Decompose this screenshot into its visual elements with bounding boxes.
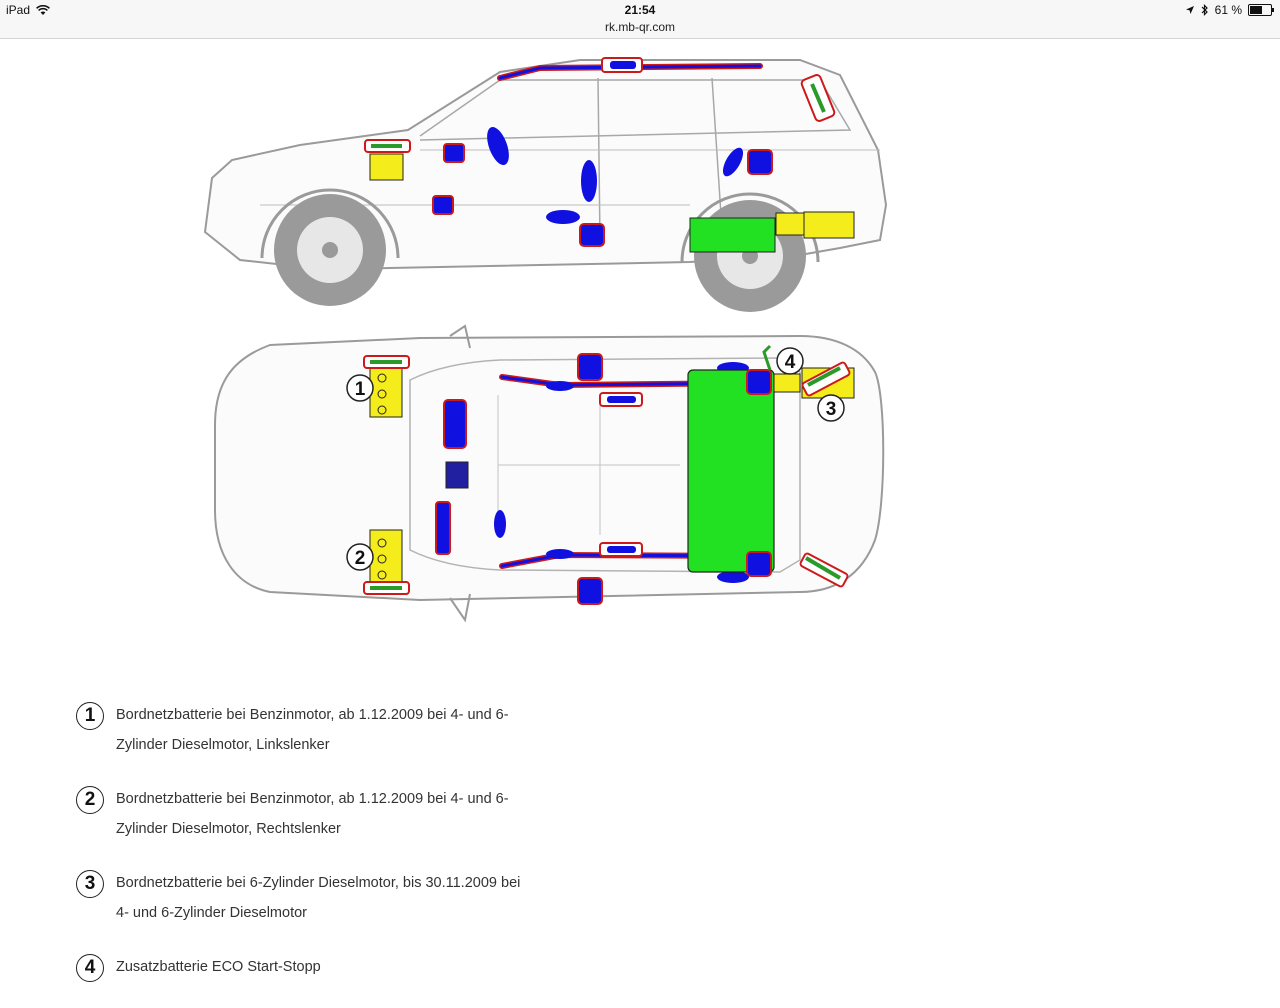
status-left: iPad [6, 3, 50, 17]
battery-top-2 [363, 529, 410, 595]
car-side-view [203, 57, 888, 312]
battery-side-front [369, 153, 404, 181]
svg-text:2: 2 [355, 548, 366, 569]
status-bar: iPad 21:54 61 % [0, 0, 1280, 20]
fuel-tank-side [689, 217, 776, 253]
tailgate-strut-top-left [801, 361, 851, 397]
svg-text:1: 1 [355, 379, 366, 400]
battery-fill [1250, 6, 1263, 14]
bluetooth-icon [1201, 4, 1208, 16]
legend-text: Zusatzbatterie ECO Start-Stopp [116, 959, 321, 975]
legend-item-3: 3 Bordnetzbatterie bei 6-Zylinder Diesel… [76, 870, 676, 928]
fuel-tank-top [687, 369, 775, 573]
device-name: iPad [6, 3, 31, 17]
marker-1[interactable]: 1 [346, 374, 374, 402]
status-right: 61 % [1185, 3, 1274, 17]
battery-percent: 61 % [1214, 3, 1242, 17]
tailgate-strut-side [800, 74, 836, 122]
legend-number: 4 [76, 954, 104, 982]
tailgate-strut-top-right [799, 552, 849, 588]
rescue-diagram: 1 2 3 4 [203, 57, 888, 623]
legend-number: 3 [76, 870, 104, 898]
legend-text: Bordnetzbatterie bei 6-Zylinder Dieselmo… [116, 875, 521, 921]
front-wheel-arch [260, 188, 400, 259]
legend-item-2: 2 Bordnetzbatterie bei Benzinmotor, ab 1… [76, 786, 676, 844]
battery-top-1 [363, 355, 410, 418]
url-bar[interactable]: rk.mb-qr.com [0, 20, 1280, 39]
car-top-view: 1 2 3 4 [214, 324, 885, 623]
legend-number: 2 [76, 786, 104, 814]
marker-3[interactable]: 3 [817, 394, 845, 422]
svg-text:4: 4 [785, 352, 796, 373]
url-text: rk.mb-qr.com [604, 20, 675, 34]
legend: 1 Bordnetzbatterie bei Benzinmotor, ab 1… [76, 702, 676, 1008]
battery-top-4 [773, 373, 801, 393]
legend-text: Bordnetzbatterie bei Benzinmotor, ab 1.1… [116, 707, 509, 753]
legend-item-4: 4 Zusatzbatterie ECO Start-Stopp [76, 954, 676, 982]
marker-4[interactable]: 4 [776, 347, 804, 375]
clock: 21:54 [624, 3, 656, 17]
legend-number: 1 [76, 702, 104, 730]
svg-text:3: 3 [826, 399, 837, 420]
marker-2[interactable]: 2 [346, 543, 374, 571]
center-console-module [445, 461, 469, 489]
wifi-icon [36, 4, 50, 15]
legend-item-1: 1 Bordnetzbatterie bei Benzinmotor, ab 1… [76, 702, 676, 760]
battery-icon [1248, 4, 1274, 16]
location-arrow-icon [1185, 6, 1194, 14]
legend-text: Bordnetzbatterie bei Benzinmotor, ab 1.1… [116, 791, 509, 837]
battery-side-rear-2 [803, 211, 855, 239]
battery-side-rear-1 [775, 212, 805, 236]
